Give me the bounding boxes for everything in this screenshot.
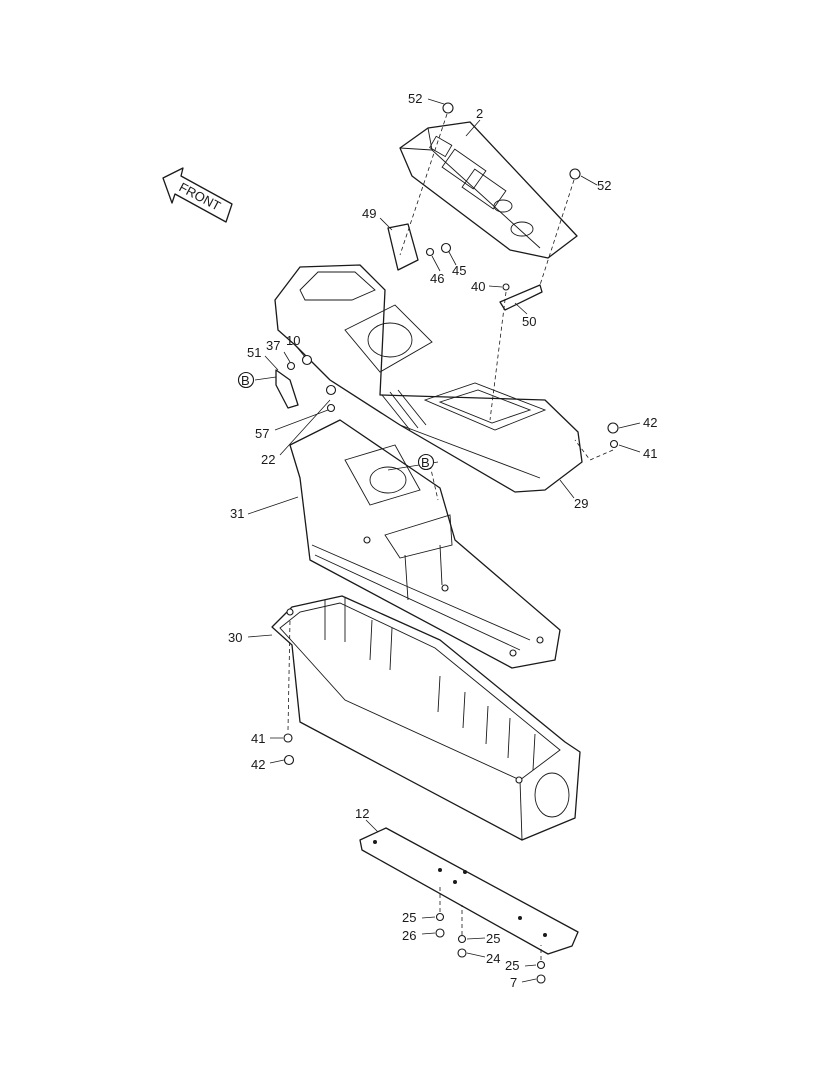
callout-10: 10: [286, 333, 300, 348]
callout-31: 31: [230, 506, 244, 521]
leader-lines: [247, 98, 641, 983]
callout-50: 50: [522, 314, 536, 329]
callout-29: 29: [574, 496, 588, 511]
callout-b-ref: B: [421, 455, 430, 470]
callout-labels: 52 2 52 49 46 45 40 50 10 37 51 B 57 22 …: [228, 91, 657, 990]
callout-46: 46: [430, 271, 444, 286]
callout-57: 57: [255, 426, 269, 441]
callout-51: 51: [247, 345, 261, 360]
fasteners: [275, 102, 619, 984]
callout-49: 49: [362, 206, 376, 221]
assembly-lines: [287, 113, 614, 960]
callout-26: 26: [402, 928, 416, 943]
callout-25: 25: [402, 910, 416, 925]
callout-30: 30: [228, 630, 242, 645]
part-12-base-plate: [359, 827, 579, 955]
callout-41: 41: [643, 446, 657, 461]
callout-52: 52: [408, 91, 422, 106]
part-2-switch-panel: [399, 121, 578, 259]
callout-7: 7: [510, 975, 517, 990]
callout-2: 2: [476, 106, 483, 121]
callout-40: 40: [471, 279, 485, 294]
callout-24: 24: [486, 951, 500, 966]
callout-42: 42: [643, 415, 657, 430]
callout-12: 12: [355, 806, 369, 821]
callout-25: 25: [486, 931, 500, 946]
callout-b-ref: B: [241, 373, 250, 388]
part-31-bracket: [289, 419, 561, 669]
callout-25: 25: [505, 958, 519, 973]
callout-41: 41: [251, 731, 265, 746]
callout-22: 22: [261, 452, 275, 467]
front-arrow: FRONT: [162, 167, 233, 223]
callout-45: 45: [452, 263, 466, 278]
part-30-lower-tub: [271, 595, 581, 841]
callout-37: 37: [266, 338, 280, 353]
callout-52: 52: [597, 178, 611, 193]
callout-42: 42: [251, 757, 265, 772]
